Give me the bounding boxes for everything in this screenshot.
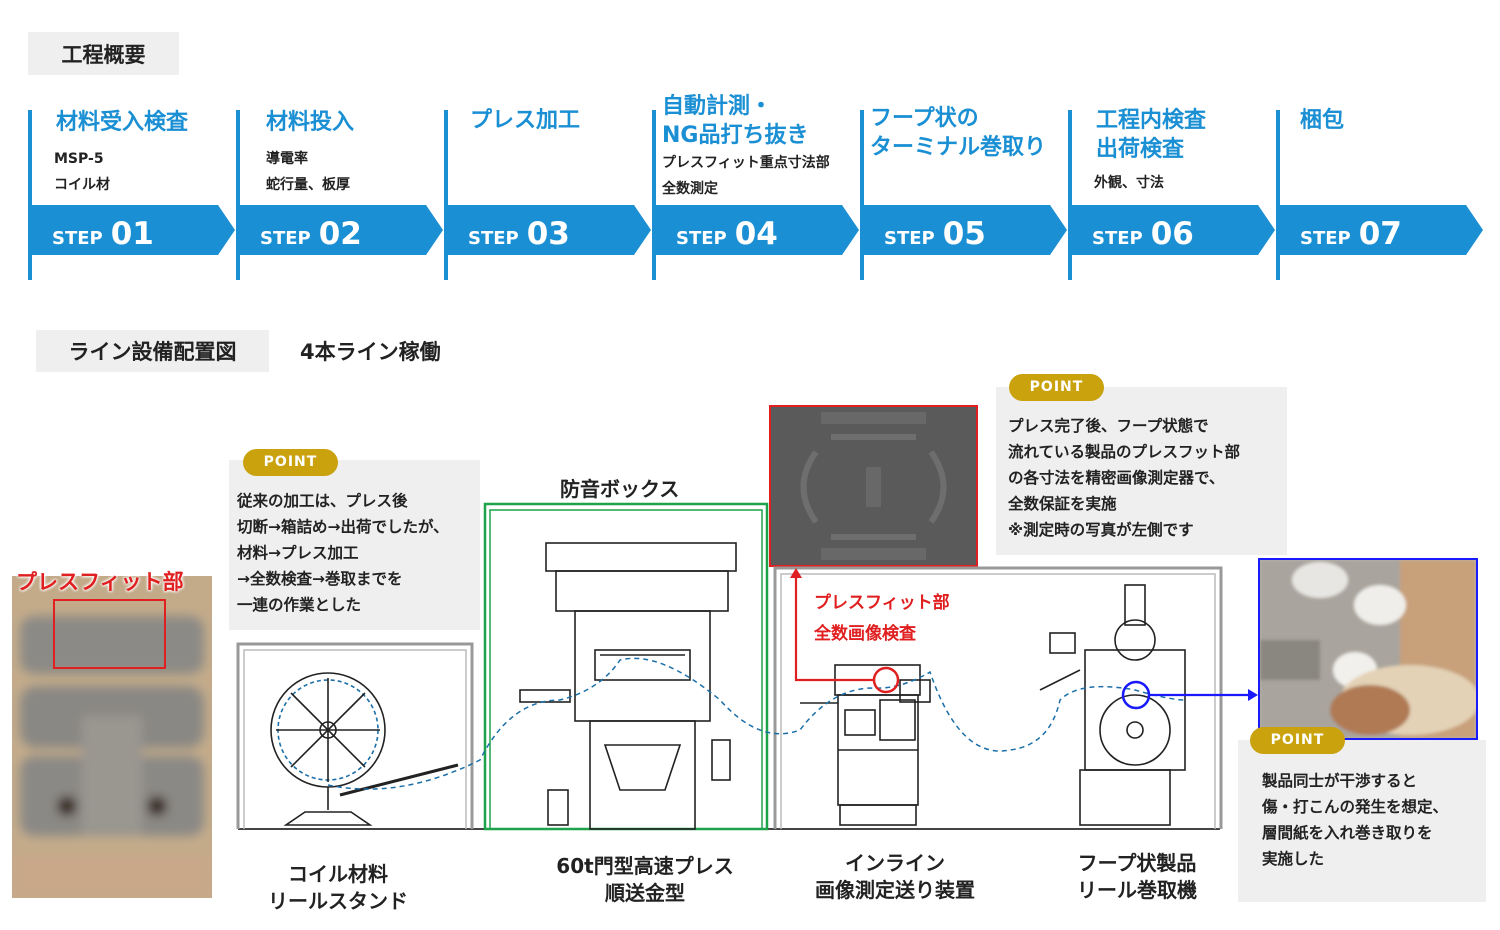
step-title: プレス加工 [470,108,581,133]
point-text-line: 全数保証を実施 [1008,495,1117,513]
line-count-label: 4本ライン稼働 [300,340,441,364]
pressfit-label: プレスフィット部 [16,570,184,594]
equipment-label-rewinder: フープ状製品リール巻取機 [1077,851,1197,902]
point-text-line: ※測定時の写真が左側です [1008,521,1194,539]
point-box-3: 製品同士が干渉すると 傷・打こんの発生を想定、 層間紙を入れ巻き取りを 実施した [1238,740,1486,902]
inspection-arrow [794,575,874,682]
step-arrow [1278,205,1483,255]
point-tag-3: POINT [1250,727,1345,754]
point-text-line: 材料→プレス加工 [237,544,359,562]
step-detail: 外観、寸法 [1094,175,1164,191]
equipment-label-press: 60t門型高速プレス順送金型 [556,854,734,905]
step-arrow [30,205,235,255]
point-text-line: の各寸法を精密画像測定器で、 [1008,469,1225,487]
inspection-label: 全数画像検査 [814,624,916,644]
press-drawing [519,542,737,830]
step-divider [1276,110,1280,280]
point-box-1: 従来の加工は、プレス後 切断→箱詰め→出荷でしたが、 材料→プレス加工 →全数検… [229,460,480,630]
step-detail: プレスフィット重点寸法部 [662,155,830,171]
reel-stand-drawing [270,672,459,826]
point-text-line: 実施した [1262,850,1325,868]
inline-measurer-drawing [800,664,931,826]
layout-title: ライン設備配置図 [36,330,269,372]
step-title: 工程内検査出荷検査 [1096,108,1207,162]
step-title: フープ状のターミナル巻取り [870,106,1047,160]
enclosure-reel [236,642,474,829]
step-title: 自動計測・NG品打ち抜き [662,94,809,148]
step-divider [860,110,864,280]
step-arrow [862,205,1067,255]
point-tag-1: POINT [243,449,338,476]
inspection-marker [872,666,900,694]
point-text-line: 切断→箱詰め→出荷でしたが、 [237,518,449,536]
step-detail: コイル材 [54,177,110,193]
step-divider [1068,110,1072,280]
soundbox-label: 防音ボックス [560,477,680,501]
step-arrow [1070,205,1275,255]
inspection-image [769,405,978,567]
material-flow-path [327,657,1186,790]
step-arrow [238,205,443,255]
step-title: 材料受入検査 [56,110,189,135]
pressfit-closeup-photo [12,576,212,898]
inspection-label: プレスフィット部 [814,593,950,613]
point-text-line: 傷・打こんの発生を想定、 [1262,798,1449,816]
step-arrow [654,205,859,255]
rewinder-drawing [1039,584,1186,826]
point-text-line: 従来の加工は、プレス後 [237,492,408,510]
step-detail: 蛇行量、板厚 [266,177,350,193]
step-detail: MSP-5 [54,151,104,167]
step-detail: 導電率 [266,151,308,167]
point-text-line: 製品同士が干渉すると [1262,772,1418,790]
point-text-line: 流れている製品のプレスフット部 [1008,443,1241,461]
step-arrow [446,205,651,255]
step-divider [28,110,32,280]
enclosure-inline [773,566,1223,829]
point-text-line: →全数検査→巻取までを [237,570,403,588]
pressfit-closeup-image [12,576,212,898]
step-divider [652,110,656,280]
step-detail: 全数測定 [662,181,718,197]
winding-photo-graphic [1260,560,1476,738]
winding-photo [1258,558,1478,740]
point-tag-2: POINT [1009,374,1104,401]
overview-title: 工程概要 [28,32,179,75]
point-box-2: プレス完了後、フープ状態で 流れている製品のプレスフット部 の各寸法を精密画像測… [996,387,1287,555]
step-divider [236,110,240,280]
step-divider [444,110,448,280]
step-title: 材料投入 [266,110,355,135]
inspection-image-graphic [800,412,947,560]
point-text-line: プレス完了後、フープ状態で [1008,417,1209,435]
point-text-line: 一連の作業とした [237,596,362,614]
equipment-label-reel: コイル材料リールスタンド [268,862,408,913]
step-title: 梱包 [1300,108,1345,133]
equipment-label-inline: インライン画像測定送り装置 [815,851,975,902]
point-text-line: 層間紙を入れ巻き取りを [1262,824,1433,842]
